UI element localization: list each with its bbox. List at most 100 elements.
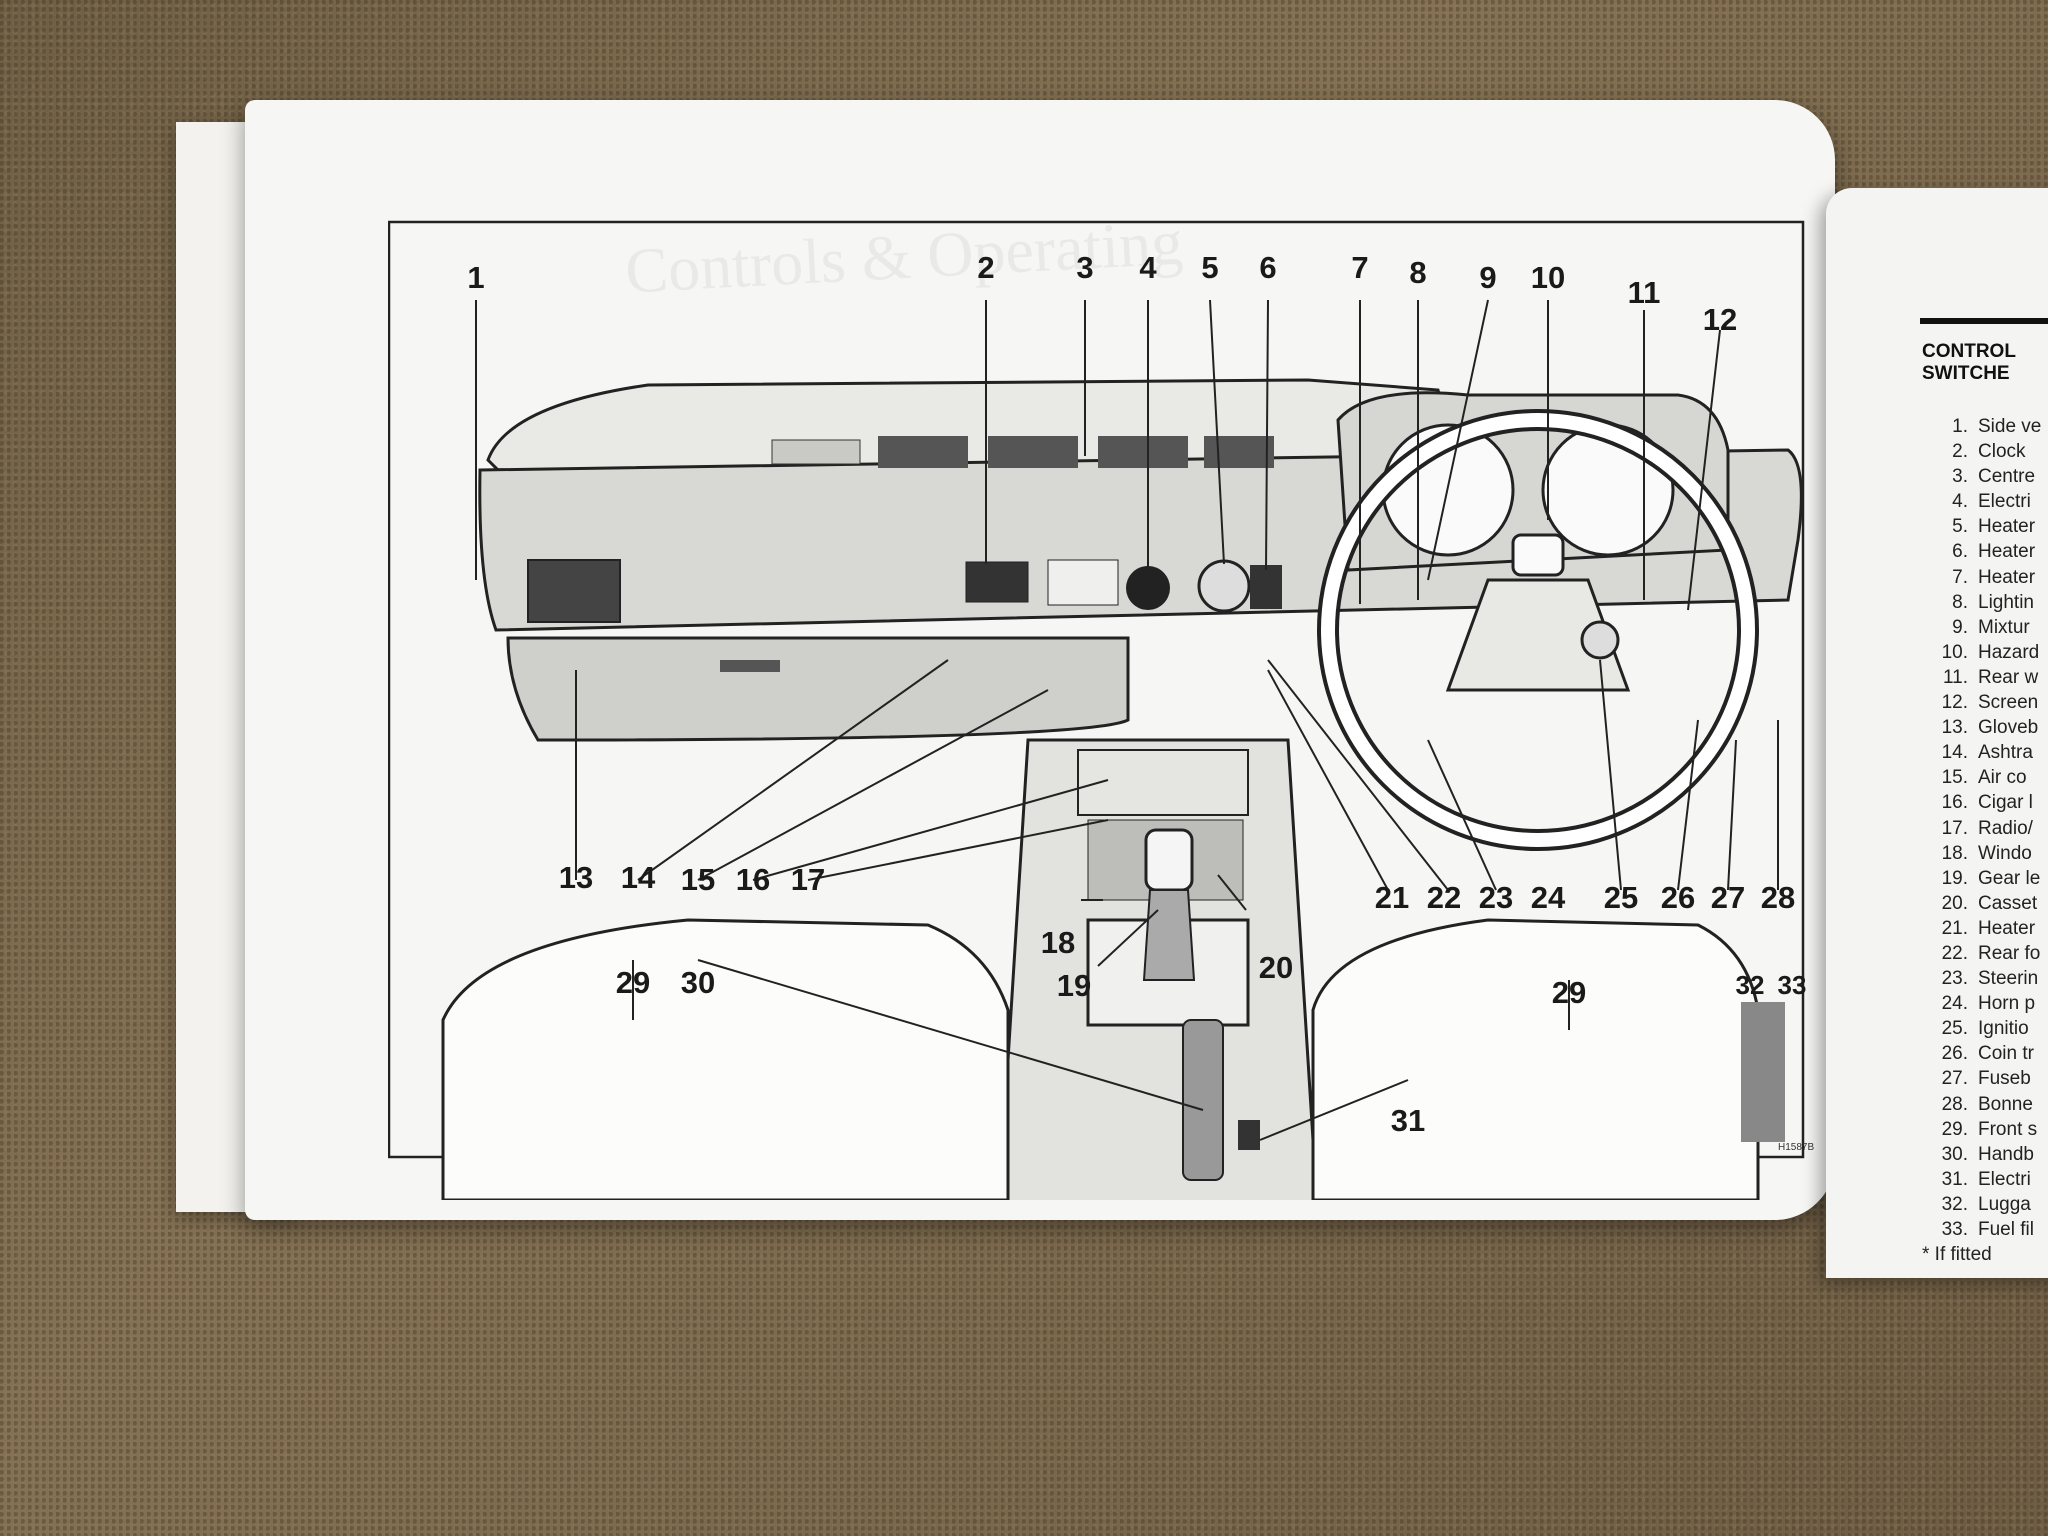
drawing-reference: H1587B bbox=[1778, 1142, 1815, 1153]
label-23: 23 bbox=[1478, 880, 1514, 915]
legend-item: 17.Radio/ bbox=[1922, 818, 2048, 843]
label-21: 21 bbox=[1374, 880, 1410, 915]
legend-text: Air co bbox=[1978, 767, 2027, 789]
leader-16 bbox=[752, 779, 1109, 881]
legend-number: 10. bbox=[1941, 641, 1968, 663]
label-15: 15 bbox=[680, 862, 716, 897]
legend-item: 1. Side ve bbox=[1922, 416, 2048, 441]
clock bbox=[965, 561, 1029, 603]
legend-item: 27.Fuseb bbox=[1922, 1068, 2048, 1093]
legend-number: 26. bbox=[1941, 1043, 1968, 1065]
label-1: 1 bbox=[467, 260, 485, 295]
legend-item: 31.Electri bbox=[1922, 1169, 2048, 1194]
legend-item: 21.Heater bbox=[1922, 918, 2048, 943]
label-18: 18 bbox=[1040, 925, 1076, 960]
legend-text: Cigar l bbox=[1978, 792, 2033, 814]
label-25: 25 bbox=[1603, 880, 1639, 915]
legend-number: 3. bbox=[1952, 466, 1968, 488]
legend-text: Heater bbox=[1978, 566, 2036, 588]
legend-number: 8. bbox=[1952, 591, 1968, 613]
legend-number: 9. bbox=[1952, 616, 1968, 638]
side-vent bbox=[527, 559, 621, 623]
legend-number: 30. bbox=[1941, 1143, 1968, 1165]
heater-knob-5 bbox=[1197, 559, 1251, 613]
label-3: 3 bbox=[1076, 250, 1094, 285]
leader-12 bbox=[1687, 329, 1721, 611]
label-31: 31 bbox=[1390, 1103, 1426, 1138]
legend-number: 20. bbox=[1941, 892, 1968, 914]
label-30: 30 bbox=[680, 965, 716, 1000]
legend-item: 4.Electri bbox=[1922, 491, 2048, 516]
leader-25 bbox=[1599, 659, 1622, 891]
label-11: 11 bbox=[1627, 275, 1661, 310]
legend-text: Windo bbox=[1978, 842, 2032, 864]
leader-23 bbox=[1427, 739, 1497, 891]
legend-item: 29.Front s bbox=[1922, 1119, 2048, 1144]
leader-26 bbox=[1677, 719, 1699, 891]
legend-number: 1. bbox=[1952, 416, 1968, 437]
label-12: 12 bbox=[1702, 302, 1738, 337]
leader-5 bbox=[1209, 299, 1225, 565]
label-32: 32 bbox=[1735, 970, 1765, 1000]
legend-text: Lugga bbox=[1978, 1193, 2031, 1215]
legend-number: 15. bbox=[1941, 767, 1968, 789]
legend-number: 32. bbox=[1941, 1193, 1968, 1215]
legend-item: 11.Rear w bbox=[1922, 667, 2048, 692]
legend-number: 24. bbox=[1941, 993, 1968, 1015]
heading-line-2: SWITCHE bbox=[1922, 363, 2010, 384]
centre-vent-4 bbox=[1204, 436, 1274, 468]
heater-switch-6 bbox=[1250, 565, 1282, 609]
label-9: 9 bbox=[1479, 260, 1497, 295]
legend-item: 16. Cigar l bbox=[1922, 792, 2048, 817]
heading-rule bbox=[1920, 318, 2048, 324]
dashboard-illustration bbox=[387, 220, 1805, 1222]
leader-14 bbox=[637, 659, 949, 881]
legend-item: 7. Heater bbox=[1922, 567, 2048, 592]
steering-wheel-rim bbox=[1321, 413, 1755, 847]
legend-text: Casset bbox=[1978, 892, 2038, 914]
legend-item: 18.Windo bbox=[1922, 843, 2048, 868]
legend-text: Screen bbox=[1978, 692, 2039, 714]
leader-15 bbox=[697, 689, 1049, 881]
legend-item: 10.Hazard bbox=[1922, 642, 2048, 667]
leader-17 bbox=[807, 819, 1109, 881]
legend-text: Mixtur bbox=[1978, 616, 2030, 638]
radio-cassette bbox=[1077, 749, 1249, 816]
legend-item: 19.Gear le bbox=[1922, 868, 2048, 893]
legend-item: 8. Lightin bbox=[1922, 592, 2048, 617]
legend-item: 22.Rear fo bbox=[1922, 943, 2048, 968]
leader-19 bbox=[1097, 909, 1159, 967]
legend-number: 25. bbox=[1941, 1018, 1968, 1040]
label-29-left: 29 bbox=[615, 965, 651, 1000]
legend-number: 7. bbox=[1952, 566, 1968, 588]
ignition bbox=[1580, 620, 1620, 660]
legend-text: Heater bbox=[1978, 516, 2036, 538]
switch-31 bbox=[1238, 1120, 1260, 1150]
leader-20 bbox=[1217, 874, 1247, 911]
legend-item: 25.Ignitio bbox=[1922, 1018, 2048, 1043]
footnote: * If fitted bbox=[1922, 1244, 1992, 1265]
leader-6 bbox=[1265, 299, 1269, 571]
legend-item: 6.Heater bbox=[1922, 541, 2048, 566]
label-2: 2 bbox=[977, 250, 995, 285]
label-29-right: 29 bbox=[1551, 975, 1587, 1010]
legend-item: 9. Mixtur bbox=[1922, 617, 2048, 642]
legend-number: 13. bbox=[1941, 717, 1968, 739]
legend-number: 16. bbox=[1941, 792, 1968, 814]
legend-text: Side ve bbox=[1978, 416, 2042, 437]
legend-text: Heater bbox=[1978, 917, 2036, 939]
label-5: 5 bbox=[1201, 250, 1219, 285]
legend-item: 12.Screen bbox=[1922, 692, 2048, 717]
label-13: 13 bbox=[558, 860, 594, 895]
leader-31 bbox=[1259, 1079, 1409, 1141]
label-19: 19 bbox=[1056, 968, 1092, 1003]
right-seat bbox=[1311, 918, 1760, 1202]
legend-item: 24.Horn p bbox=[1922, 993, 2048, 1018]
label-24: 24 bbox=[1530, 880, 1566, 915]
luggage-release bbox=[1741, 1002, 1785, 1142]
glovebox bbox=[506, 636, 1130, 742]
legend-text: Lightin bbox=[1978, 591, 2034, 613]
label-28: 28 bbox=[1760, 880, 1796, 915]
legend-number: 4. bbox=[1952, 491, 1968, 513]
